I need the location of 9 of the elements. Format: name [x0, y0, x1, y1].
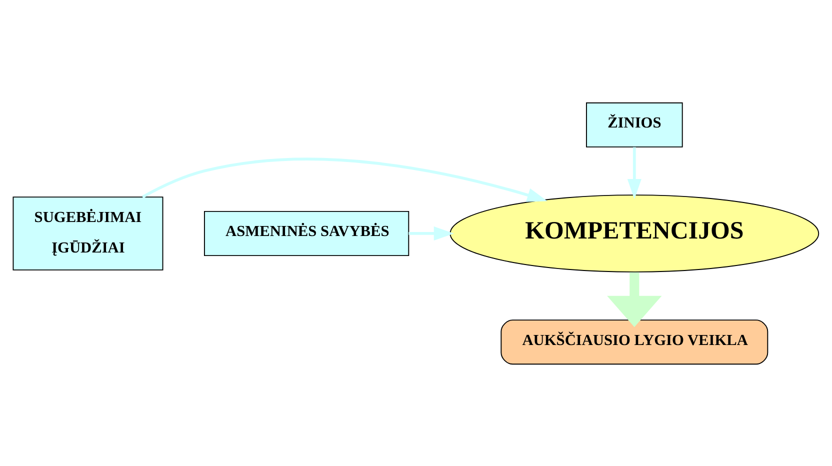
- node-box: ŽINIOS: [586, 102, 683, 147]
- arrow: [142, 157, 548, 202]
- arrow: [627, 146, 642, 199]
- node-box: AUKŠČIAUSIO LYGIO VEIKLA: [500, 319, 768, 364]
- node-ellipse: KOMPETENCIJOS: [450, 194, 820, 272]
- node-box: SUGEBĖJIMAI ĮGŪDŽIAI: [12, 196, 164, 270]
- node-box: ASMENINĖS SAVYBĖS: [204, 210, 410, 256]
- arrow: [607, 272, 662, 327]
- arrow: [408, 226, 454, 240]
